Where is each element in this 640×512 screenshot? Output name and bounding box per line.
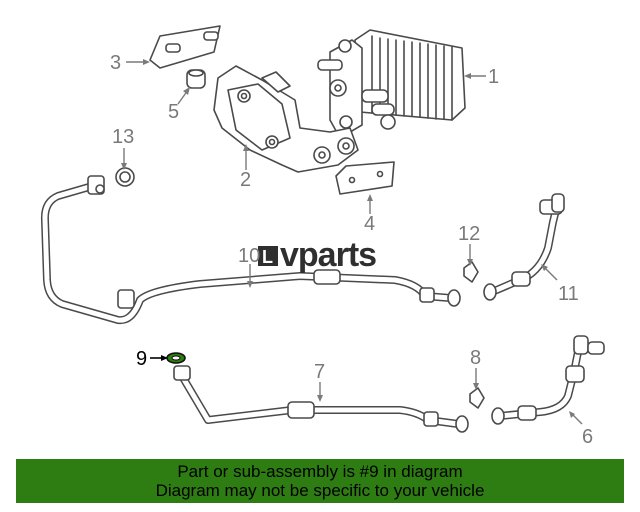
tube-part-10 [40,175,461,325]
callout-leaders [121,59,583,425]
clip-part-8 [469,387,485,409]
plate-part-3 [149,25,221,69]
grommet-part-5 [186,69,206,89]
plate-part-4 [335,161,395,195]
callout-5: 5 [168,101,179,123]
callout-10: 10 [238,245,260,267]
callout-3: 3 [110,52,121,74]
banner-line-1: Part or sub-assembly is #9 in diagram [177,462,463,481]
logo-mark: L [262,247,273,267]
info-banner: Part or sub-assembly is #9 in diagram Di… [16,459,624,503]
bracket-part-2 [213,65,359,173]
vparts-logo: L vparts [258,236,377,274]
callout-4: 4 [364,213,375,235]
tube-part-6 [491,335,605,425]
callout-7: 7 [314,361,325,383]
oil-cooler-part-1 [317,29,466,139]
callout-1: 1 [488,66,499,88]
logo-text: vparts [280,236,376,274]
callout-11: 11 [558,283,579,305]
callout-6: 6 [582,426,593,448]
banner-line-2: Diagram may not be specific to your vehi… [155,481,485,500]
callout-8: 8 [470,347,481,369]
callout-12: 12 [458,223,480,245]
tube-part-7 [173,365,469,433]
clip-part-12 [463,261,479,283]
callout-13: 13 [112,126,134,148]
callout-labels: 1 2 3 4 5 6 7 8 9 10 11 12 13 [110,52,593,448]
o-ring-part-13 [115,167,135,187]
callout-9: 9 [136,348,147,370]
tube-part-11 [483,193,565,301]
callout-2: 2 [240,169,251,191]
seal-part-9-highlighted [166,352,186,364]
